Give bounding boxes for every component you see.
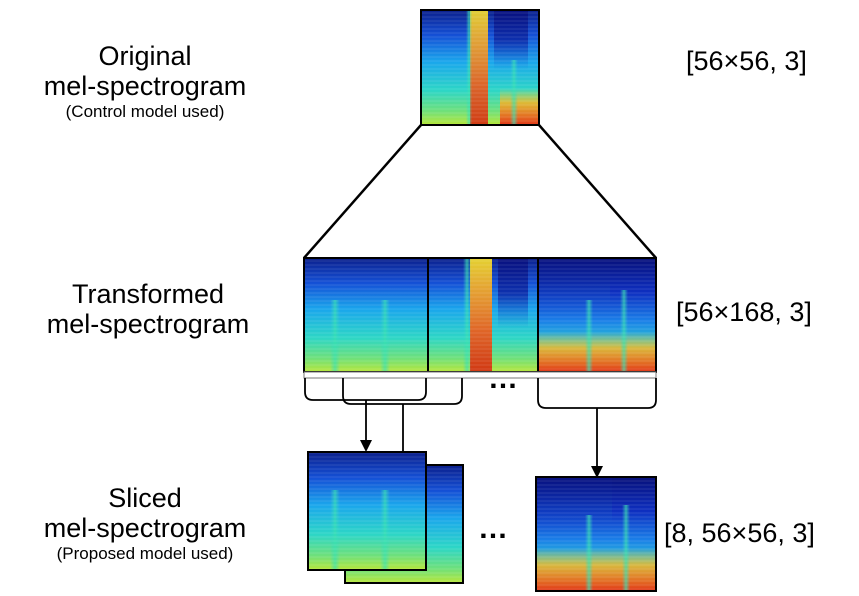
sliced-label-line2: mel-spectrogram: [43, 512, 247, 543]
arrow-heads: [360, 440, 603, 478]
sliced-ellipsis: …: [478, 512, 508, 545]
original-label-line2: mel-spectrogram: [43, 70, 247, 101]
original-label: Original mel-spectrogram (Control model …: [0, 41, 290, 122]
transformed-label-line2: mel-spectrogram: [46, 308, 250, 339]
sliced-label-line1: Sliced: [108, 483, 182, 513]
original-label-line1: Original: [98, 41, 192, 71]
sliced-label-note: (Proposed model used): [56, 544, 234, 564]
original-spectrogram: [420, 9, 540, 126]
slice-arrows: [365, 400, 598, 470]
sliced-spectrogram-last: [535, 476, 657, 592]
sliced-spectrogram-front: [307, 451, 427, 571]
transformed-label-line1: Transformed: [71, 279, 225, 309]
transformed-bottom-strip: [303, 371, 657, 379]
original-dimension: [56×56, 3]: [686, 46, 807, 76]
sliced-label: Sliced mel-spectrogram (Proposed model u…: [0, 483, 290, 564]
transformed-ellipsis: …: [488, 362, 518, 395]
sliced-dimension: [8, 56×56, 3]: [664, 518, 815, 548]
expansion-lines: [303, 124, 657, 259]
transformed-label: Transformed mel-spectrogram: [0, 279, 296, 339]
transformed-spectrogram: [303, 257, 657, 373]
original-label-note: (Control model used): [65, 102, 225, 122]
transformed-dimension: [56×168, 3]: [676, 297, 812, 327]
